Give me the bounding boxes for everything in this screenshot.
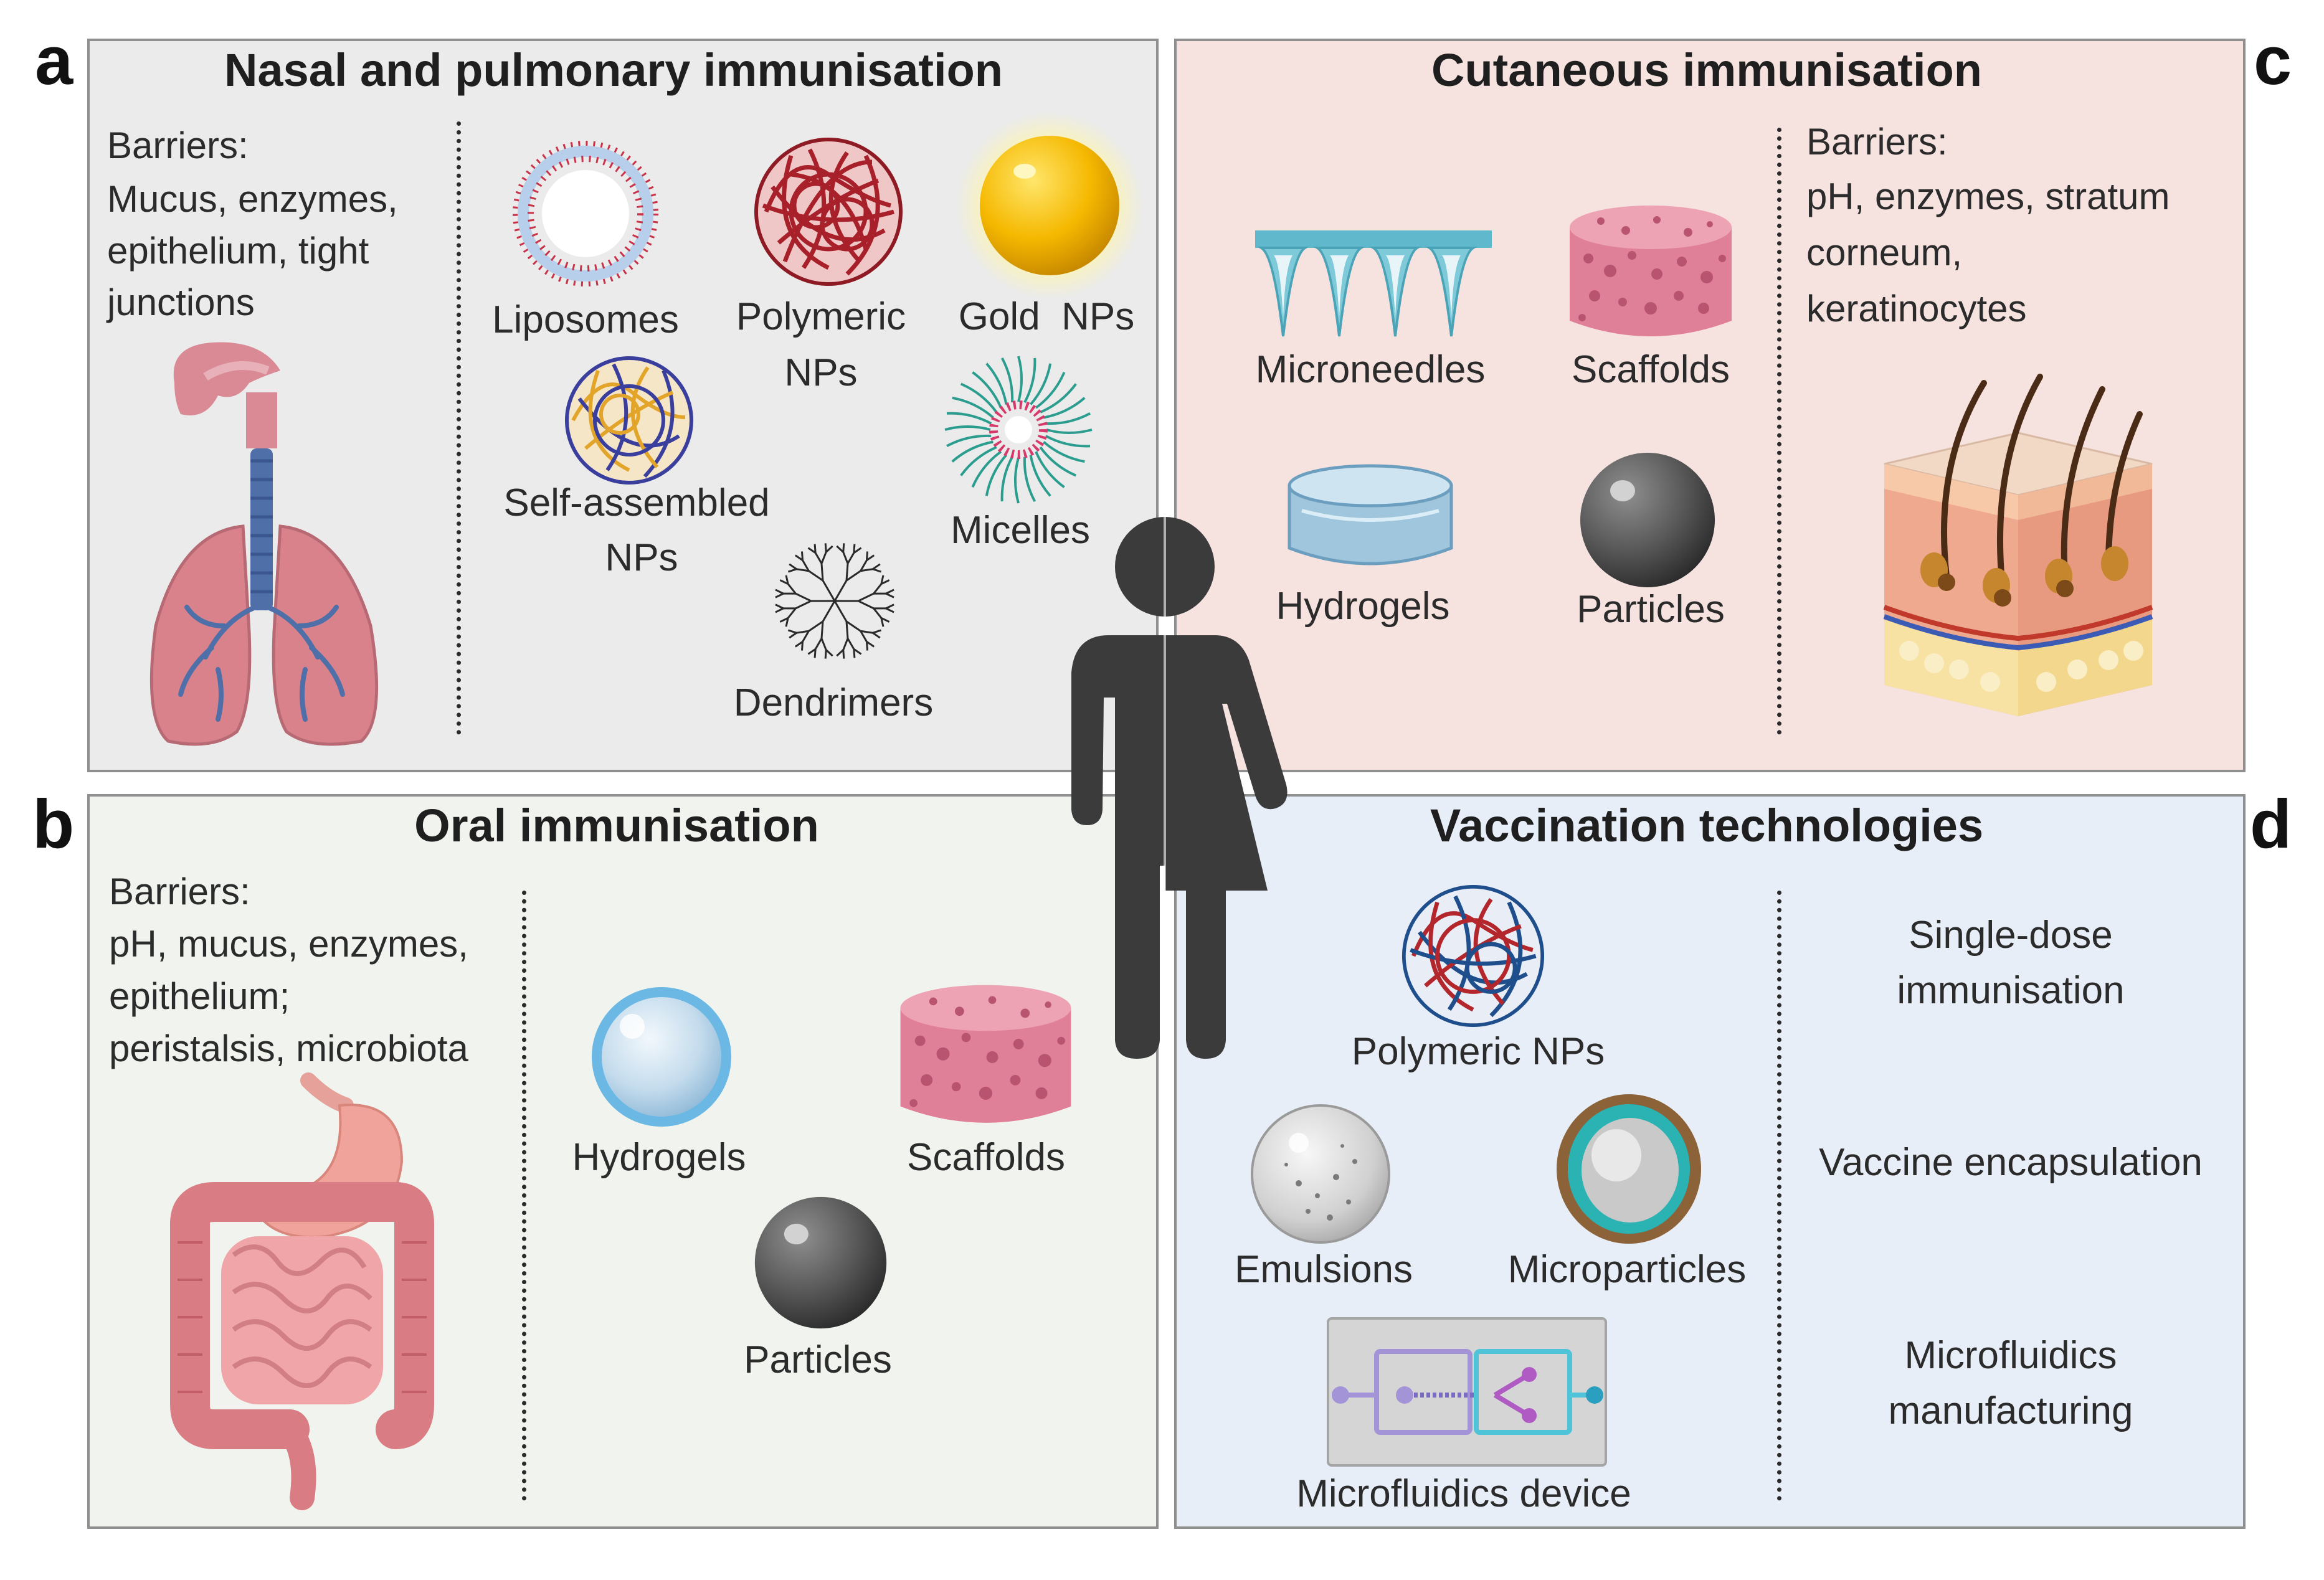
panel-b-barriers-line-1: pH, mucus, enzymes, [109,923,468,965]
polymeric-nps-label-line-2: NPs [784,351,858,394]
panel-c-barriers-heading: Barriers: [1806,121,1948,163]
microfluidics-device-icon [1327,1317,1607,1467]
single-dose-label-line-1: Single-dose [1909,914,2113,957]
self-assembled-nps-label-line-2: NPs [605,536,678,579]
vaccine-encapsulation-label: Vaccine encapsulation [1819,1141,2203,1184]
panel-b [87,794,1159,1529]
panel-b-barriers-line-2: epithelium; [109,975,290,1017]
liposome-icon [513,141,658,286]
gold-np-icon [956,112,1143,299]
skin-cross-section-icon [1883,374,2153,716]
polymeric-np-icon [754,138,903,286]
polymeric-np-icon [1402,884,1545,1028]
micelle-icon [944,356,1093,504]
divider-d [1777,891,1781,1501]
panel-letter-c: c [2254,22,2292,99]
panel-b-title: Oral immunisation [414,800,819,851]
micelles-label: Micelles [951,509,1090,552]
microneedles-label: Microneedles [1255,348,1486,391]
hydrogels-label-c: Hydrogels [1276,585,1450,628]
panel-letter-a: a [35,22,74,99]
panel-a-barriers-line-1: Mucus, enzymes, [107,178,398,220]
hydrogel-icon [1288,464,1453,565]
self-assembled-np-icon [565,356,693,485]
panel-d-title: Vaccination technologies [1430,800,1984,851]
polymeric-nps-label-d: Polymeric NPs [1351,1030,1605,1073]
hydrogel-sphere-icon [592,987,731,1127]
emulsions-label: Emulsions [1235,1248,1413,1291]
microfluidics-manufacturing-label-line-1: Microfluidics [1904,1334,2117,1377]
hydrogels-label-b: Hydrogels [572,1136,746,1179]
divider-c [1777,128,1781,735]
microneedles-icon [1255,230,1492,337]
person-icon [1071,517,1288,1065]
self-assembled-nps-label-line-1: Self-assembled [503,481,770,524]
digestive-system-icon [170,1072,434,1510]
polymeric-nps-label-line-1: Polymeric [736,295,906,338]
panel-b-barriers-heading: Barriers: [109,871,250,912]
liposomes-label: Liposomes [492,298,679,341]
panel-c-barriers-line-2: corneum, [1806,232,1963,273]
panel-a-barriers-line-3: junctions [107,281,255,323]
panel-a-barriers-line-2: epithelium, tight [107,230,369,272]
particles-label-c: Particles [1577,588,1725,631]
divider-a [457,121,461,735]
panel-b-barriers-line-3: peristalsis, microbiota [109,1028,468,1069]
panel-c-barriers-line-1: pH, enzymes, stratum [1806,176,2170,217]
dendrimer-icon [775,543,894,659]
panel-a-title: Nasal and pulmonary immunisation [224,44,1003,96]
dendrimers-label: Dendrimers [733,681,934,724]
particle-icon [1580,453,1715,587]
panel-letter-b: b [32,786,75,863]
scaffold-icon [900,985,1071,1123]
single-dose-label-line-2: immunisation [1897,969,2125,1012]
particles-label-b: Particles [744,1338,892,1381]
scaffolds-label-c: Scaffolds [1572,348,1730,391]
particle-icon [754,1196,887,1329]
microfluidics-device-label: Microfluidics device [1296,1472,1631,1515]
microparticles-label: Microparticles [1507,1248,1747,1291]
respiratory-system-icon [149,342,379,746]
microfluidics-manufacturing-label-line-2: manufacturing [1888,1389,2133,1432]
panel-c-title: Cutaneous immunisation [1431,44,1982,96]
scaffold-icon [1570,206,1732,336]
panel-c-barriers-line-3: keratinocytes [1806,288,2027,329]
panel-letter-d: d [2250,786,2292,863]
divider-b [522,891,526,1501]
microparticle-icon [1557,1094,1701,1244]
panel-a-barriers-heading: Barriers: [107,125,249,166]
gold-nps-label: Gold NPs [958,295,1135,338]
emulsion-icon [1251,1104,1390,1244]
scaffolds-label-b: Scaffolds [907,1136,1065,1179]
